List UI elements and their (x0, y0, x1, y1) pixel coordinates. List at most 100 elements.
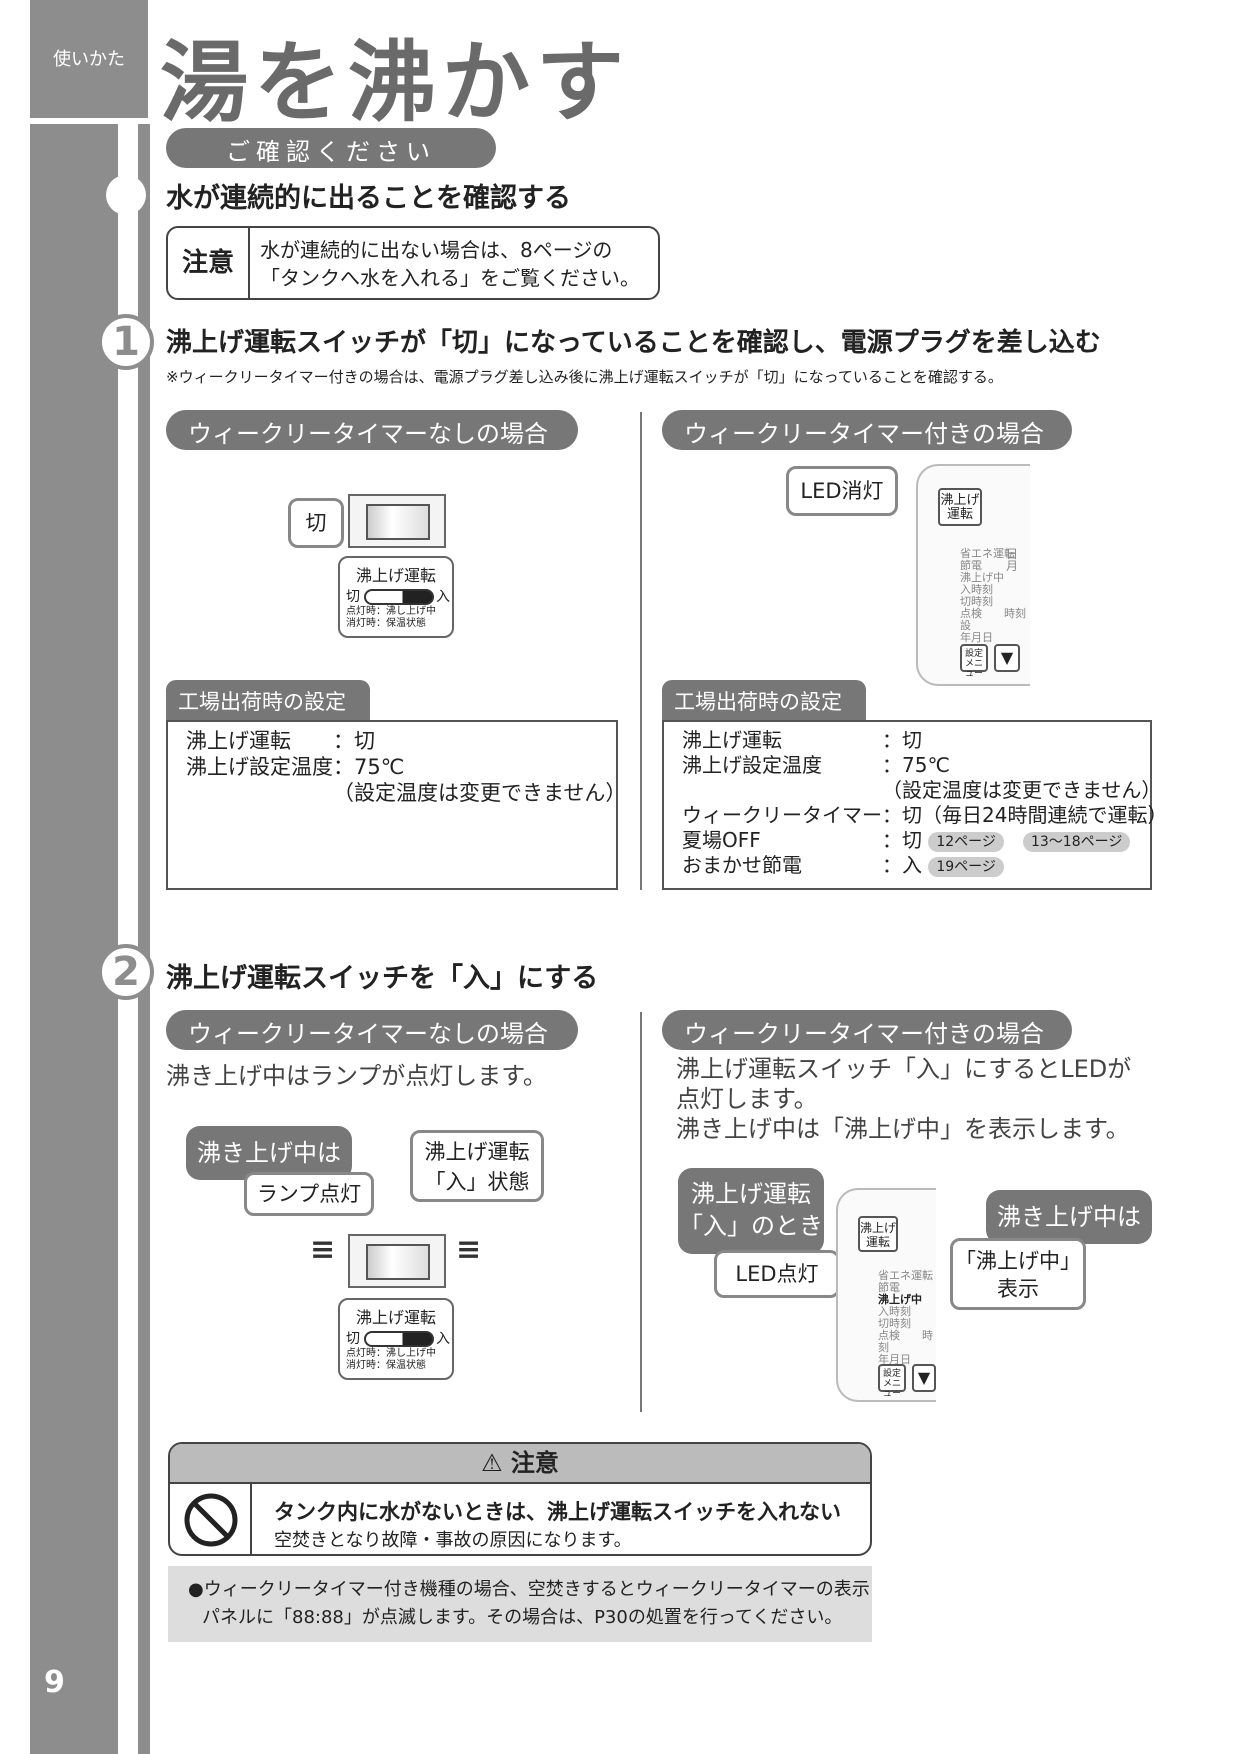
switch-note-2: 消灯時：保温状態 (346, 618, 426, 629)
on-state-line-2: 「入」状態 (424, 1170, 530, 1194)
timer-panel-on: 沸上げ運転 省エネ運転 節電 沸上げ中 入時刻 切時刻 点検 時刻 年月日 設定… (836, 1188, 936, 1402)
caution-icon-cell (170, 1484, 252, 1554)
switch-off-label: 切 (346, 1331, 360, 1347)
panel-line: 切時刻 (960, 595, 993, 608)
side-label: 使いかた (53, 49, 125, 70)
panel-side-text: 日 月 (1006, 547, 1019, 573)
note-line-2: 「タンクへ水を入れる」をご覧ください。 (260, 266, 640, 290)
right-factory-tab: 工場出荷時の設定 (662, 680, 866, 720)
switch-toggle (364, 589, 434, 605)
prohibited-icon (184, 1493, 238, 1547)
settings-menu-button[interactable]: 設定メニュー (960, 644, 988, 679)
setting-value: ：入 (882, 853, 922, 877)
info-box: ●ウィークリータイマー付き機種の場合、空焚きするとウィークリータイマーの表示 パ… (168, 1566, 872, 1642)
step-2-heading: 沸上げ運転スイッチを「入」にする (166, 963, 599, 994)
setting-value: ：切 (882, 828, 922, 852)
setting-key: ウィークリータイマー (682, 803, 882, 827)
panel-line: 切時刻 (878, 1317, 911, 1330)
setting-key: 夏場OFF (682, 828, 761, 852)
panel-line: 省エネ運転 (878, 1269, 933, 1282)
callout-heating: 沸き上げ中は (186, 1126, 352, 1180)
page-ref-12: 12ページ (928, 831, 1004, 852)
callout-heating-right: 沸き上げ中は (986, 1190, 1152, 1244)
when-on-line-1: 沸上げ運転 (691, 1180, 811, 1208)
switch-toggle (364, 1331, 434, 1347)
glow-right-icon: ≡ (456, 1232, 481, 1267)
left-factory-tab: 工場出荷時の設定 (166, 680, 370, 720)
setting-value: ：切 (333, 729, 375, 753)
down-button-on[interactable]: ▼ (912, 1364, 936, 1392)
step-2-divider (640, 1012, 642, 1412)
note-label: 注意 (168, 228, 250, 298)
setting-value: ：切（毎日24時間連続で運転） (882, 803, 1168, 827)
side-tab-bar (30, 0, 148, 118)
info-line-1: ●ウィークリータイマー付き機種の場合、空焚きするとウィークリータイマーの表示 (188, 1579, 870, 1600)
panel-line: 節電 (878, 1281, 900, 1294)
display-line-1: 「沸上げ中」 (955, 1249, 1081, 1273)
info-line-2: パネルに「88:88」が点滅します。その場合は、P30の処置を行ってください。 (202, 1607, 843, 1628)
switch-panel-on: 沸上げ運転 切 入 点灯時：沸し上げ中 消灯時：保温状態 (338, 1298, 454, 1380)
caution-line-1: タンク内に水がないときは、沸上げ運転スイッチを入れない (274, 1500, 841, 1524)
note-box: 注意 水が連続的に出ない場合は、8ページの 「タンクへ水を入れる」をご覧ください… (166, 226, 660, 300)
setting-value: （設定温度は変更できません） (333, 781, 627, 805)
panel-line: 年月日 (960, 631, 993, 644)
note-text: 水が連続的に出ない場合は、8ページの 「タンクへ水を入れる」をご覧ください。 (260, 236, 640, 292)
glow-left-icon: ≡ (310, 1232, 335, 1267)
panel-line: 沸上げ中 (960, 571, 1004, 584)
setting-value: ：75℃ (333, 755, 405, 779)
step-1-number: 1 (98, 314, 154, 370)
callout-led-on: LED点灯 (714, 1250, 840, 1298)
step-2-left-text: 沸き上げ中はランプが点灯します。 (166, 1062, 547, 1090)
setting-key: 沸上げ運転 (682, 728, 782, 752)
rocker-switch-on (348, 1234, 446, 1288)
page-title: 湯を沸かす (160, 31, 631, 134)
caution-line-2: 空焚きとなり故障・事故の原因になります。 (274, 1530, 632, 1551)
switch-off-label: 切 (346, 589, 360, 605)
settings-menu-button-on[interactable]: 設定メニュー (878, 1364, 906, 1399)
display-line-2: 表示 (997, 1277, 1039, 1301)
switch-label: 沸上げ運転 (355, 1308, 436, 1327)
caution-heading: ⚠ 注意 (170, 1444, 870, 1484)
step-line (138, 124, 150, 1754)
switch-note-1: 点灯時：沸し上げ中 (346, 1348, 436, 1359)
timer-panel: 沸上げ運転 省エネ運転 節電 沸上げ中 入時刻 切時刻 点検 時刻 設 年月日 … (916, 464, 1030, 686)
on-state-line-1: 沸上げ運転 (424, 1140, 530, 1164)
step-1-heading: 沸上げ運転スイッチが「切」になっていることを確認し、電源プラグを差し込む (166, 328, 1101, 358)
step-1-left-pill: ウィークリータイマーなしの場合 (166, 410, 578, 450)
led-button-on: 沸上げ運転 (858, 1216, 898, 1252)
switch-note-2: 消灯時：保温状態 (346, 1360, 426, 1371)
down-button[interactable]: ▼ (994, 644, 1020, 672)
switch-label: 沸上げ運転 (355, 566, 436, 585)
step-2-number: 2 (98, 944, 154, 1000)
switch-note-1: 点灯時：沸し上げ中 (346, 606, 436, 617)
step-2-right-text: 沸上げ運転スイッチ「入」にするとLEDが 点灯します。 沸き上げ中は「沸上げ中」… (676, 1054, 1131, 1144)
right-factory-settings: 沸上げ運転：切 沸上げ設定温度：75℃ （設定温度は変更できません） ウィークリ… (662, 720, 1167, 890)
panel-line: 点検 時刻 設 (960, 607, 1026, 632)
setting-key: 沸上げ運転 (186, 729, 291, 753)
switch-panel: 沸上げ運転 切 入 点灯時：沸し上げ中 消灯時：保温状態 (338, 556, 454, 638)
setting-value: （設定温度は変更できません） (882, 778, 1162, 802)
side-bar-gap (118, 124, 138, 1754)
switch-on-label: 入 (436, 1331, 450, 1347)
when-on-line-2: 「入」のとき (679, 1212, 823, 1240)
caution-box: ⚠ 注意 タンク内に水がないときは、沸上げ運転スイッチを入れない 空焚きとなり故… (168, 1442, 872, 1556)
setting-key: 沸上げ設定温度 (186, 755, 333, 779)
step-2-right-pill: ウィークリータイマー付きの場合 (662, 1010, 1072, 1050)
step-1-subnote: ※ウィークリータイマー付きの場合は、電源プラグ差し込み後に沸上げ運転スイッチが「… (166, 368, 1003, 386)
page-number: 9 (44, 1665, 65, 1700)
callout-led-off: LED消灯 (786, 466, 898, 516)
setting-key: おまかせ節電 (682, 853, 802, 877)
panel-line: 年月日 (878, 1353, 911, 1366)
setting-value: ：75℃ (882, 753, 950, 777)
step-1-divider (640, 412, 642, 890)
panel-text-list-on: 省エネ運転 節電 沸上げ中 入時刻 切時刻 点検 時刻 年月日 (878, 1270, 938, 1366)
panel-line: 沸上げ中 (878, 1293, 922, 1306)
panel-line: 点検 時刻 (878, 1329, 933, 1354)
callout-on-state: 沸上げ運転 「入」状態 (410, 1130, 544, 1202)
right-text-line-2: 点灯します。 (676, 1085, 818, 1113)
rocker-switch (348, 494, 446, 548)
left-factory-settings: 沸上げ運転 ：切 沸上げ設定温度：75℃ （設定温度は変更できません） (166, 720, 626, 890)
note-line-1: 水が連続的に出ない場合は、8ページの (260, 238, 613, 262)
right-text-line-3: 沸き上げ中は「沸上げ中」を表示します。 (676, 1115, 1130, 1143)
panel-line: 入時刻 (960, 583, 993, 596)
